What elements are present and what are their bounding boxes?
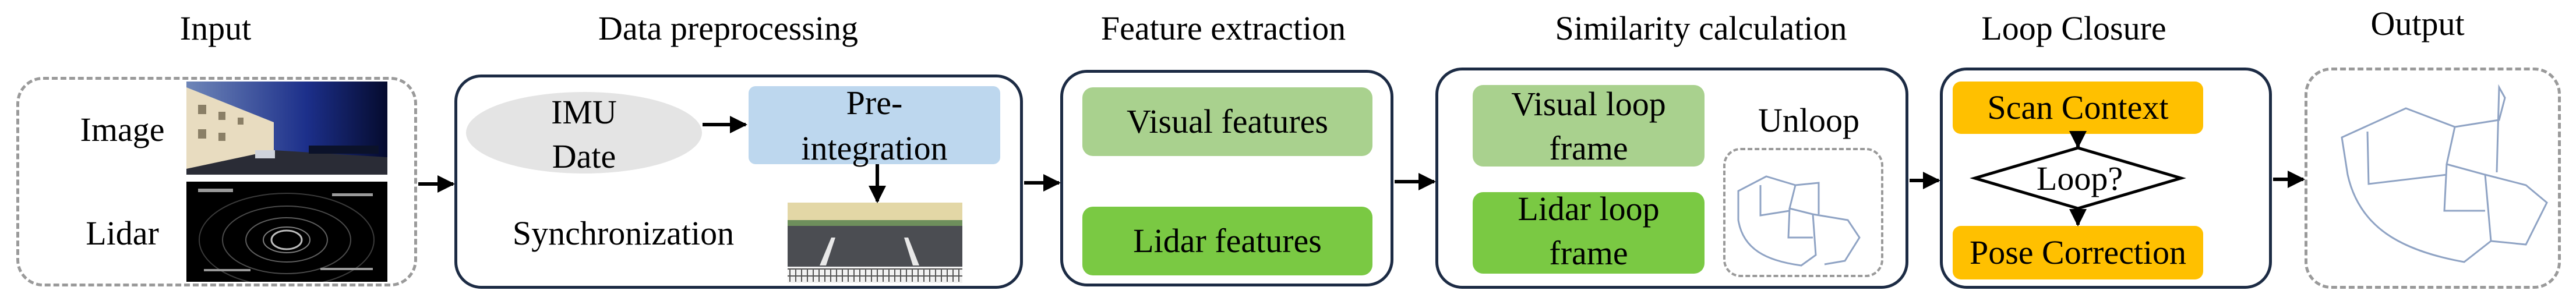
synchronization-label: Synchronization — [512, 214, 735, 252]
unloop-label: Unloop — [1758, 101, 1859, 139]
imu-date-label: Date — [552, 137, 616, 175]
lidar-loop-label-line1: Lidar loop — [1518, 190, 1660, 228]
visual-loop-frame-box — [1473, 85, 1705, 167]
road-image-thumbnail — [788, 203, 962, 283]
feature-extraction-panel — [1060, 70, 1393, 286]
title-similarity-calculation: Similarity calculation — [1555, 9, 1847, 47]
unloop-trajectory-frame — [1723, 148, 1883, 277]
image-label: Image — [80, 111, 165, 148]
title-loop-closure: Loop Closure — [1981, 9, 2166, 47]
title-feature-extraction: Feature extraction — [1100, 9, 1346, 47]
unloop-trajectory-map — [1737, 175, 1861, 267]
preprocessing-panel — [454, 75, 1023, 289]
loop-decision-label: Loop? — [2036, 160, 2123, 197]
title-input: Input — [179, 9, 252, 47]
preintegration-label-line1: Pre- — [846, 84, 903, 122]
preintegration-box — [749, 86, 1000, 164]
title-data-preprocessing: Data preprocessing — [598, 9, 859, 47]
preintegration-label-line2: integration — [801, 129, 948, 167]
scan-context-box: Scan Context — [1953, 82, 2203, 134]
loop-closure-panel — [1940, 68, 2272, 289]
lidar-scan-thumbnail — [186, 182, 387, 282]
input-panel — [16, 77, 417, 286]
title-output: Output — [2370, 5, 2465, 43]
imu-data-ellipse — [466, 92, 702, 173]
visual-features-box: Visual features — [1082, 87, 1372, 156]
imu-label: IMU — [551, 93, 617, 131]
visual-loop-label-line1: Visual loop — [1511, 85, 1666, 123]
visual-loop-label-line2: frame — [1549, 129, 1628, 167]
output-panel — [2305, 68, 2561, 289]
similarity-panel — [1435, 68, 1908, 289]
lidar-loop-frame-box — [1473, 192, 1705, 274]
lidar-loop-label-line2: frame — [1549, 234, 1628, 272]
pose-correction-box: Pose Correction — [1953, 226, 2203, 279]
camera-image-thumbnail — [186, 82, 387, 175]
lidar-label: Lidar — [86, 214, 159, 252]
lidar-features-box: Lidar features — [1082, 207, 1372, 275]
